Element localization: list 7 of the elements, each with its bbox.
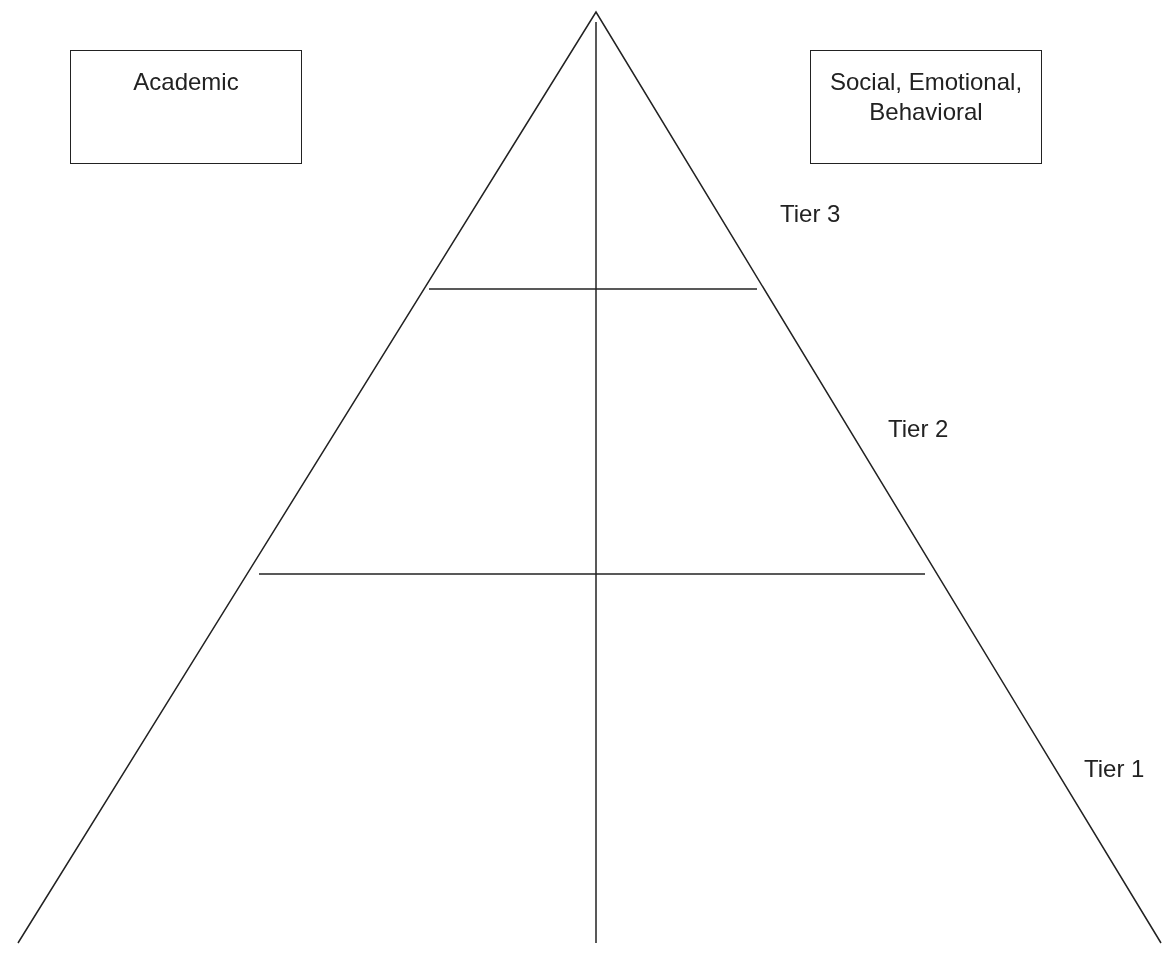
category-box (810, 50, 1042, 164)
category-label: Academic (132, 67, 240, 97)
tier-label: Tier 3 (780, 200, 841, 228)
category-box (70, 50, 302, 164)
category-label: Social, Emotional, Behavioral (828, 67, 1024, 127)
tier-label: Tier 1 (1084, 755, 1145, 783)
tier-label: Tier 2 (888, 415, 949, 443)
